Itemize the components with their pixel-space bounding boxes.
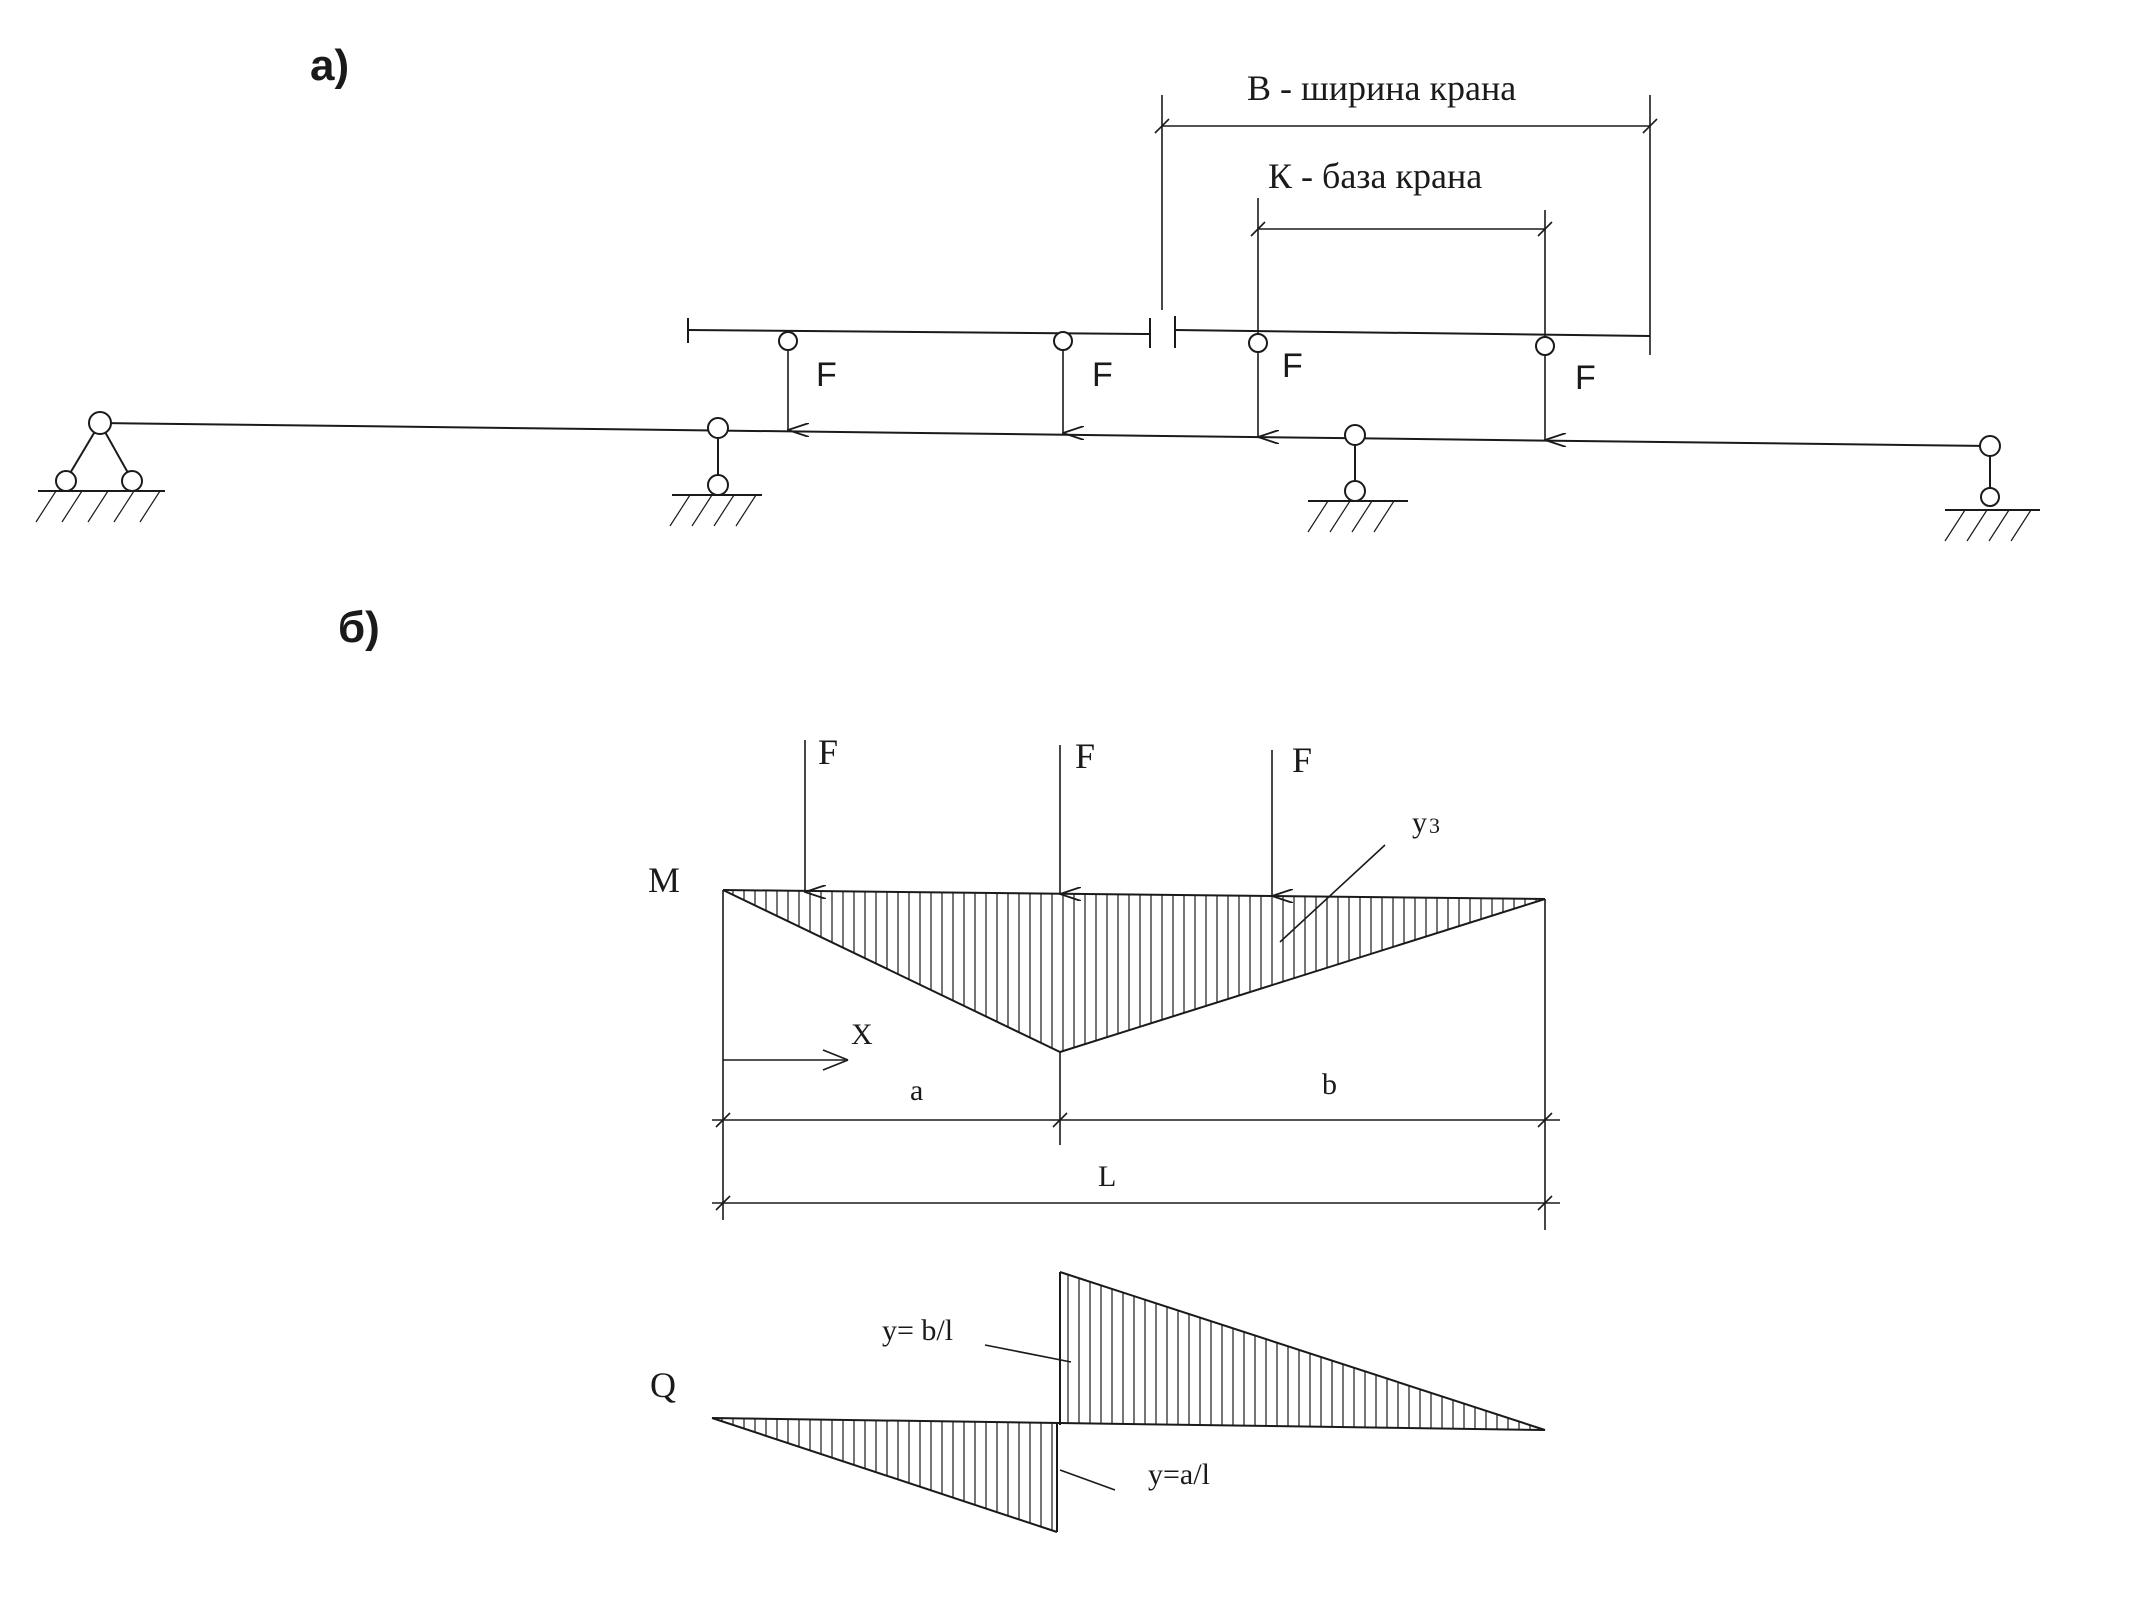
- force-label: F: [816, 356, 837, 394]
- dimension-a-label: a: [910, 1074, 923, 1107]
- shear-bottom-leader: [1059, 1469, 1116, 1491]
- force-label: F: [1282, 347, 1303, 385]
- y3-label: y 3: [1412, 806, 1440, 839]
- crane-width-label: B - ширина крана: [1247, 68, 1516, 108]
- crane-1: [687, 318, 1151, 348]
- crane-2: [1174, 316, 1651, 348]
- force-label: F: [1075, 736, 1095, 776]
- crane-base-label: К - база крана: [1268, 156, 1482, 196]
- force-label: F: [1575, 359, 1596, 397]
- shear-label: Q: [650, 1365, 676, 1405]
- wheel-force: [1535, 336, 1554, 440]
- wheel-force: [1248, 333, 1267, 437]
- panel-b-label: б): [338, 603, 380, 652]
- roller-support: [669, 417, 762, 527]
- force-label: F: [1092, 356, 1113, 394]
- force-label: F: [1292, 740, 1312, 780]
- shear-top-label: y= b/l: [882, 1314, 953, 1347]
- crane-base-dimension: [1250, 198, 1553, 337]
- roller-support: [1944, 435, 2040, 542]
- x-axis-label: X: [851, 1018, 873, 1051]
- svg-text:3: 3: [1429, 813, 1440, 838]
- moment-diagram-hatch: [732, 890, 1537, 1052]
- pinned-support: [35, 411, 165, 523]
- shear-bottom-label: y=a/l: [1148, 1458, 1210, 1491]
- shear-top-leader: [984, 1344, 1072, 1363]
- x-axis-arrow: [723, 1049, 849, 1071]
- dimension-L-label: L: [1098, 1160, 1116, 1193]
- main-beam: [99, 422, 1991, 447]
- panel-a-label: а): [310, 41, 349, 90]
- moment-diagram: [722, 889, 1546, 1230]
- crane-width-dimension: [1154, 95, 1658, 355]
- wheel-force: [778, 331, 797, 430]
- roller-support: [1307, 424, 1408, 533]
- dimension-L: [712, 1195, 1560, 1211]
- svg-text:y: y: [1412, 806, 1427, 839]
- wheel-force: [1053, 331, 1072, 433]
- dimension-b-label: b: [1322, 1068, 1337, 1101]
- shear-diagram-hatch: [721, 1274, 1531, 1531]
- shear-diagram: [711, 1271, 1546, 1533]
- dimension-a-b: [712, 1112, 1560, 1128]
- moment-label: M: [648, 860, 680, 900]
- force-label: F: [818, 732, 838, 772]
- y3-leader: [1279, 844, 1386, 943]
